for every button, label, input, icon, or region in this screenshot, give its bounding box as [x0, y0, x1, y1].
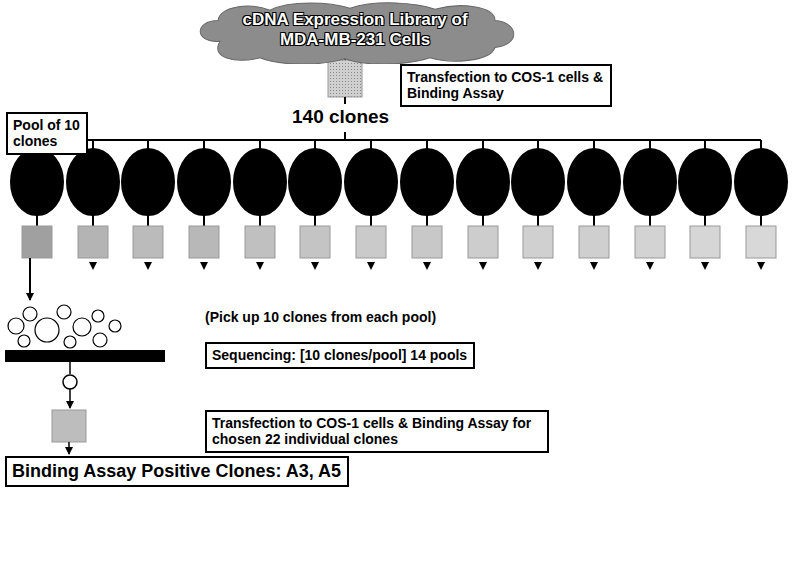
- colony-cluster: [8, 305, 121, 348]
- pool-blobs: [11, 140, 787, 226]
- link-line: [69, 362, 71, 374]
- pick-arrow: [29, 258, 31, 300]
- result-arrow: [68, 442, 70, 454]
- link-line: [344, 132, 346, 140]
- library-square: [328, 60, 362, 97]
- link-line: [344, 97, 346, 104]
- step-box: Pool of 10 clones: [6, 112, 88, 155]
- library-cloud: cDNA Expression Library of MDA-MB-231 Ce…: [190, 2, 520, 64]
- step-text: Transfection to COS-1 cells & Binding As…: [212, 415, 542, 447]
- step-box: Transfection to COS-1 cells & Binding As…: [400, 64, 612, 107]
- single-clone: [63, 375, 77, 389]
- step-text: Transfection to COS-1 cells & Binding As…: [407, 69, 605, 101]
- step-text: Sequencing: [10 clones/pool] 14 pools: [212, 347, 468, 363]
- note-label: (Pick up 10 clones from each pool): [205, 309, 436, 325]
- pool-arrowheads: [89, 262, 765, 270]
- step-text: Pool of 10 clones: [13, 117, 81, 149]
- step-text: Binding Assay Positive Clones: A3, A5: [12, 461, 342, 482]
- step-box: Sequencing: [10 clones/pool] 14 pools: [205, 342, 475, 369]
- tree-line: [37, 139, 761, 141]
- clone-square: [52, 410, 86, 442]
- clone-arrow: [69, 389, 71, 408]
- pool-squares: [22, 226, 776, 258]
- plate-bar: [5, 350, 165, 362]
- cloud-title: cDNA Expression Library of MDA-MB-231 Ce…: [241, 10, 469, 50]
- step-box: Binding Assay Positive Clones: A3, A5: [5, 456, 349, 487]
- step-box: Transfection to COS-1 cells & Binding As…: [205, 410, 549, 453]
- count-label: 140 clones: [292, 106, 389, 128]
